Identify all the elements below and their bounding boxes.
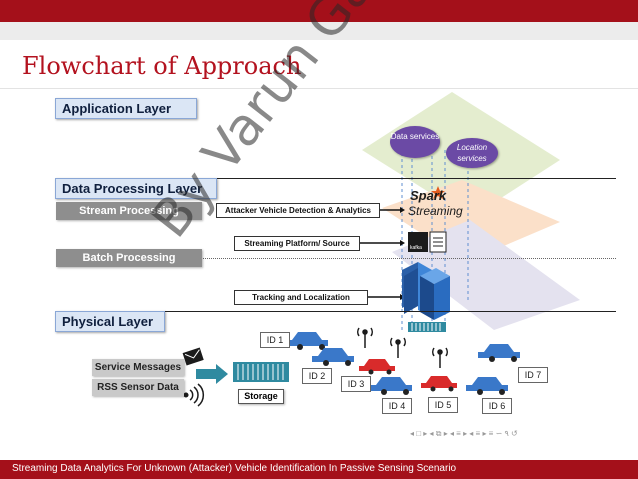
car-icon xyxy=(466,377,508,395)
storage-array-icon xyxy=(233,362,289,382)
batch-processing-label: Batch Processing xyxy=(56,249,202,267)
antenna-icon xyxy=(432,347,448,368)
footer-text: Streaming Data Analytics For Unknown (At… xyxy=(12,463,457,474)
physical-divider xyxy=(56,311,616,312)
vehicle-id-label: ID 4 xyxy=(382,398,412,414)
kafka-logo-text: kafka xyxy=(410,245,422,251)
sensor-array-icon xyxy=(408,322,446,332)
car-icon xyxy=(478,344,520,362)
data-services-label: Data services xyxy=(390,132,440,141)
batch-divider xyxy=(56,258,616,259)
beamer-navigation[interactable]: ◂ □ ▸ ◂ ⧉ ▸ ◂ ≡ ▸ ◂ ≡ ▸ ≡ ∽ ۹ ↺ xyxy=(410,429,518,438)
car-icon xyxy=(286,332,328,350)
data-processing-layer-title: Data Processing Layer xyxy=(55,178,217,199)
vehicle-id-label: ID 3 xyxy=(341,376,371,392)
tracking-localization-box: Tracking and Localization xyxy=(234,290,368,305)
slide-title: Flowchart of Approach xyxy=(22,52,302,80)
spark-streaming-text: Streaming xyxy=(408,204,463,218)
vehicle-id-label: ID 2 xyxy=(302,368,332,384)
car-icon xyxy=(359,359,395,375)
location-services-label: Location services xyxy=(456,143,488,163)
data-processing-divider xyxy=(56,178,616,179)
input-arrow-icon xyxy=(196,364,228,384)
detection-analytics-box: Attacker Vehicle Detection & Analytics xyxy=(216,203,380,218)
storage-label: Storage xyxy=(238,389,284,404)
envelope-icon xyxy=(182,347,204,366)
arrow-head xyxy=(400,207,405,213)
car-icon xyxy=(312,348,354,366)
data-services-bubble: Data services xyxy=(390,126,440,158)
application-layer-title: Application Layer xyxy=(55,98,197,119)
server-rack-icon xyxy=(402,262,450,320)
kafka-logo-icon xyxy=(408,232,428,252)
signal-icon xyxy=(183,383,205,407)
rss-sensor-data-label: RSS Sensor Data xyxy=(92,379,184,396)
spark-star-icon xyxy=(431,186,445,199)
vehicle-id-label: ID 7 xyxy=(518,367,548,383)
physical-layer-title: Physical Layer xyxy=(55,311,165,332)
antenna-icon xyxy=(357,327,373,348)
location-services-bubble: Location services xyxy=(446,138,498,168)
vehicle-id-label: ID 6 xyxy=(482,398,512,414)
vehicle-id-label: ID 5 xyxy=(428,397,458,413)
stream-processing-label: Stream Processing xyxy=(56,202,202,220)
vehicle-id-label: ID 1 xyxy=(260,332,290,348)
footer-bar xyxy=(0,460,638,479)
arrow-head xyxy=(400,240,405,246)
header-strip xyxy=(0,22,638,40)
streaming-platform-box: Streaming Platform/ Source xyxy=(234,236,360,251)
title-divider xyxy=(0,88,638,89)
car-icon xyxy=(421,376,457,392)
spark-logo-text: Spark xyxy=(410,188,447,203)
car-icon xyxy=(370,377,412,395)
top-bar xyxy=(0,0,638,22)
antenna-icon xyxy=(390,337,406,358)
service-messages-label: Service Messages xyxy=(92,359,184,376)
